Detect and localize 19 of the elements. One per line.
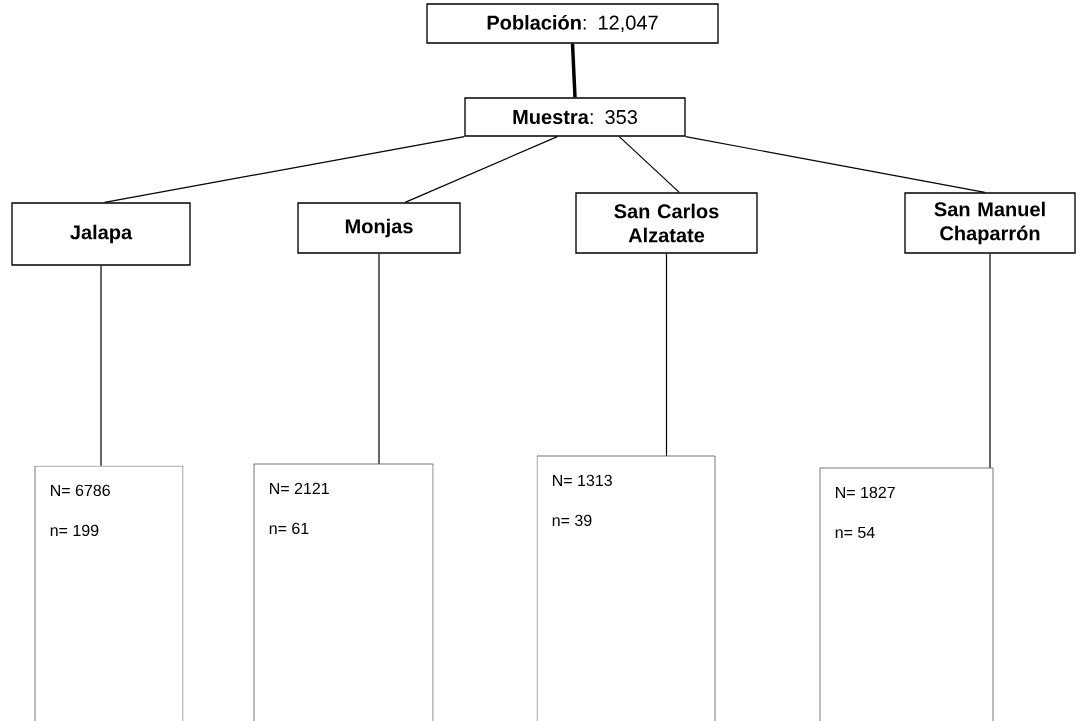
connector-line <box>378 253 380 465</box>
text-box: San Manuel Chaparrón <box>904 192 1076 254</box>
connector-line <box>570 43 577 98</box>
count-box: N= 1827 n= 54 <box>819 467 994 721</box>
text-box: Población: 12,047 <box>426 3 719 44</box>
connector-line <box>989 253 991 469</box>
count-box: N= 1313 n= 39 <box>536 455 716 721</box>
text-box: Muestra: 353 <box>464 97 686 137</box>
connector-line <box>665 253 668 457</box>
count-box: N= 2121 n= 61 <box>253 463 434 721</box>
connector-line <box>100 265 102 467</box>
count-box: N= 6786 n= 199 <box>34 465 184 721</box>
text-box: San Carlos Alzatate <box>575 192 758 254</box>
text-box: Jalapa <box>11 202 191 266</box>
connector-line <box>685 136 986 193</box>
connector-line <box>104 136 465 203</box>
connector-line <box>404 136 558 203</box>
connector-line <box>618 136 680 193</box>
text-box: Monjas <box>297 202 461 254</box>
